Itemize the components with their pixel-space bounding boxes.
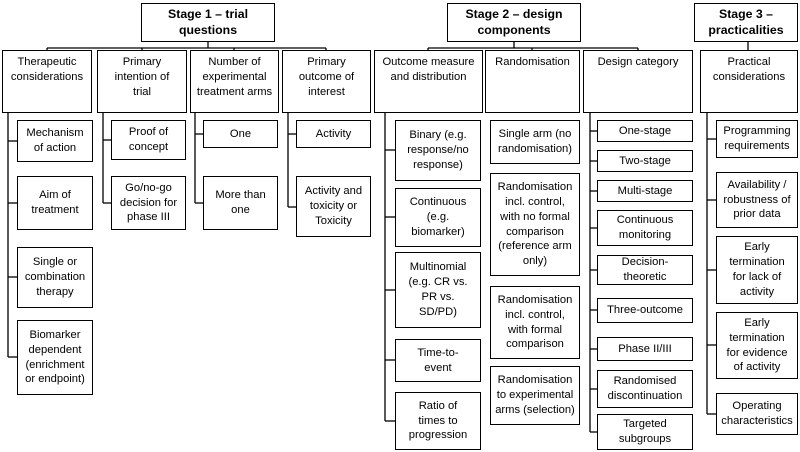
item-randomised-discontinuation: Randomised discontinuation: [597, 370, 693, 408]
stage-3-header: Stage 3 – practicalities: [694, 3, 798, 42]
item-early-termination-lack: Early termination for lack of activity: [716, 236, 798, 304]
category-design-category: Design category: [583, 50, 693, 113]
category-number-of-arms: Number of experimental treatment arms: [190, 50, 279, 113]
item-multi-stage: Multi-stage: [597, 180, 693, 202]
category-outcome-measure: Outcome measure and distribution: [374, 50, 483, 113]
item-activity-and-toxicity: Activity and toxicity or Toxicity: [296, 176, 371, 237]
item-aim-of-treatment: Aim of treatment: [17, 176, 93, 230]
category-practical-considerations: Practical considerations: [700, 50, 798, 113]
item-one-arm: One: [203, 120, 278, 148]
item-availability-prior-data: Availability / robustness of prior data: [716, 172, 798, 228]
item-activity: Activity: [296, 120, 371, 148]
category-randomisation: Randomisation: [485, 50, 580, 113]
item-phase-ii-iii: Phase II/III: [597, 337, 693, 361]
category-primary-outcome: Primary outcome of interest: [282, 50, 371, 113]
item-early-termination-evidence: Early termination for evidence of activi…: [716, 312, 798, 379]
item-more-than-one-arm: More than one: [203, 176, 278, 230]
item-biomarker-dependent: Biomarker dependent (enrichment or endpo…: [17, 320, 93, 395]
item-decision-theoretic: Decision-theoretic: [597, 255, 693, 285]
item-targeted-subgroups: Targeted subgroups: [597, 414, 693, 450]
item-single-or-combination: Single or combination therapy: [17, 247, 93, 308]
item-binary: Binary (e.g. response/no response): [395, 120, 481, 181]
item-programming-requirements: Programming requirements: [716, 120, 798, 158]
item-randomisation-no-formal: Randomisation incl. control, with no for…: [490, 173, 580, 276]
stage-1-header: Stage 1 – trial questions: [141, 3, 275, 42]
item-two-stage: Two-stage: [597, 150, 693, 172]
item-go-no-go: Go/no-go decision for phase III: [111, 176, 186, 230]
item-randomisation-selection: Randomisation to experimental arms (sele…: [490, 366, 580, 425]
item-operating-characteristics: Operating characteristics: [716, 393, 798, 435]
item-time-to-event: Time-to- event: [395, 339, 481, 382]
item-mechanism-of-action: Mechanism of action: [17, 120, 93, 162]
stage-2-header: Stage 2 – design components: [447, 3, 581, 42]
category-therapeutic-considerations: Therapeutic considerations: [2, 50, 92, 113]
item-continuous-monitoring: Continuous monitoring: [597, 210, 693, 246]
item-multinomial: Multinomial (e.g. CR vs. PR vs. SD/PD): [395, 252, 481, 328]
item-single-arm: Single arm (no randomisation): [490, 120, 580, 164]
item-three-outcome: Three-outcome: [597, 298, 693, 323]
item-ratio-of-times: Ratio of times to progression: [395, 392, 481, 450]
item-proof-of-concept: Proof of concept: [111, 120, 186, 160]
item-continuous: Continuous (e.g. biomarker): [395, 188, 481, 247]
item-randomisation-formal: Randomisation incl. control, with formal…: [490, 286, 580, 359]
item-one-stage: One-stage: [597, 120, 693, 142]
category-primary-intention: Primary intention of trial: [97, 50, 187, 113]
